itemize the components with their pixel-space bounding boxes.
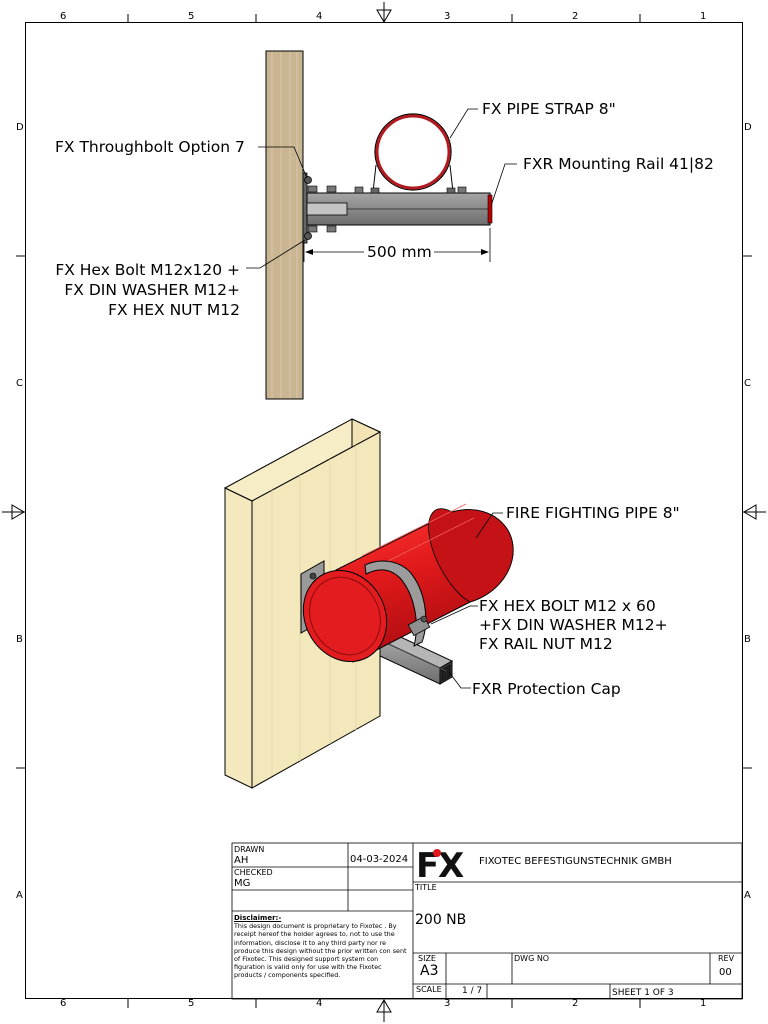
zone-row-c-right: C xyxy=(744,378,751,389)
wall-elevation xyxy=(265,50,304,400)
callout-hex-bolt-line2: FX DIN WASHER M12+ xyxy=(64,281,240,299)
zone-col-5-top: 5 xyxy=(188,11,195,22)
callout-rail-bolt-line2: +FX DIN WASHER M12+ xyxy=(479,616,668,634)
checked-label: CHECKED xyxy=(234,868,273,877)
fire-pipe-isometric xyxy=(302,503,514,663)
zone-row-b-right: B xyxy=(744,634,751,645)
zone-col-4-bottom: 4 xyxy=(316,998,323,1009)
callout-hex-bolt-line1: FX Hex Bolt M12x120 + xyxy=(55,261,240,279)
svg-text:F: F xyxy=(416,846,439,886)
dwg-no-label: DWG NO xyxy=(514,954,550,963)
pipe-strap-elevation xyxy=(354,113,467,194)
zone-col-1-top: 1 xyxy=(700,11,707,22)
scale-value: 1 / 7 xyxy=(462,986,483,996)
sheet-size: A3 xyxy=(420,963,439,979)
drawn-label: DRAWN xyxy=(234,845,265,854)
disclaimer: Disclaimer:- This design document is pro… xyxy=(234,914,410,980)
base-plate xyxy=(302,172,337,244)
zone-col-2-bottom: 2 xyxy=(572,998,579,1009)
size-label: SIZE xyxy=(418,954,436,963)
dimension-line xyxy=(303,228,491,262)
zone-row-d-left: D xyxy=(16,122,24,133)
title-block-grid xyxy=(231,842,743,1000)
zone-col-6-top: 6 xyxy=(60,11,67,22)
disclaimer-title: Disclaimer:- xyxy=(234,914,282,922)
callout-protection-cap: FXR Protection Cap xyxy=(472,680,621,698)
zone-col-4-top: 4 xyxy=(316,11,323,22)
pipe-strap-isometric xyxy=(364,560,431,647)
company-name: FIXOTEC BEFESTIGUNSTECHNIK GMBH xyxy=(479,856,672,867)
leaders-top xyxy=(246,108,517,269)
zone-ticks xyxy=(16,14,752,1008)
callout-rail-bolt-line1: FX HEX BOLT M12 x 60 xyxy=(479,597,656,615)
zone-col-1-bottom: 1 xyxy=(700,998,707,1009)
callout-hex-bolt-line3: FX HEX NUT M12 xyxy=(108,301,240,319)
scale-label: SCALE xyxy=(416,985,442,994)
zone-row-b-left: B xyxy=(16,634,23,645)
zone-col-3-bottom: 3 xyxy=(444,998,451,1009)
zone-row-c-left: C xyxy=(16,378,23,389)
dimension-label: 500 mm xyxy=(367,243,432,261)
revision: 00 xyxy=(719,967,732,978)
drawn-by: AH xyxy=(234,855,249,866)
checked-by: MG xyxy=(234,878,251,889)
fixotec-logo: F X xyxy=(416,846,468,886)
zone-row-a-left: A xyxy=(16,890,23,901)
mounting-rail-elevation xyxy=(306,192,493,226)
svg-text:X: X xyxy=(438,846,464,886)
zone-col-5-bottom: 5 xyxy=(188,998,195,1009)
callout-rail-bolt-line3: FX RAIL NUT M12 xyxy=(479,635,613,653)
title-label: TITLE xyxy=(415,883,437,892)
drawn-date: 04-03-2024 xyxy=(350,854,409,865)
drawing-title: 200 NB xyxy=(415,912,467,928)
sheet-number: SHEET 1 OF 3 xyxy=(612,988,674,998)
callout-fire-pipe: FIRE FIGHTING PIPE 8" xyxy=(506,504,680,522)
zone-col-3-top: 3 xyxy=(444,11,451,22)
callout-throughbolt: FX Throughbolt Option 7 xyxy=(55,138,245,156)
zone-row-d-right: D xyxy=(744,122,752,133)
zone-col-6-bottom: 6 xyxy=(60,998,67,1009)
callout-mounting-rail: FXR Mounting Rail 41|82 xyxy=(523,155,714,173)
rev-label: REV xyxy=(718,954,735,963)
disclaimer-text: This design document is proprietary to F… xyxy=(234,922,407,980)
zone-col-2-top: 2 xyxy=(572,11,579,22)
zone-row-a-right: A xyxy=(744,890,751,901)
leaders-iso xyxy=(430,512,503,689)
callout-pipe-strap: FX PIPE STRAP 8" xyxy=(482,100,616,118)
